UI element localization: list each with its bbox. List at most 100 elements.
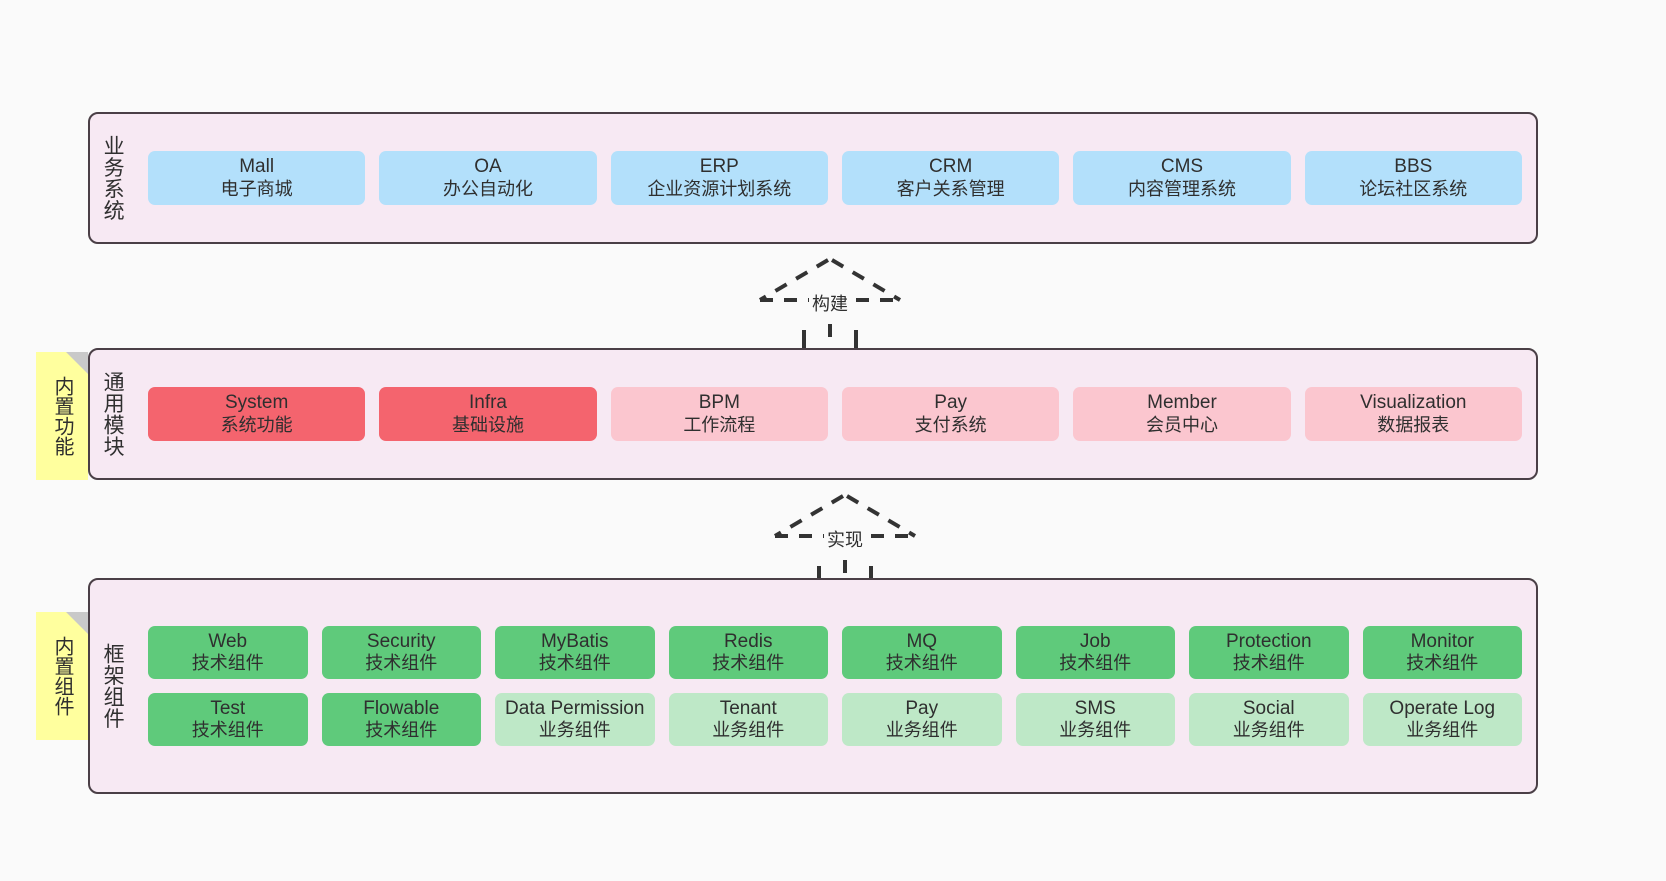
card-row: System 系统功能 Infra 基础设施 BPM 工作流程 Pay 支付系统… <box>148 387 1522 441</box>
card-subtitle: 电子商城 <box>220 178 293 199</box>
note-label: 内置功能 <box>51 376 73 456</box>
card-mq[interactable]: MQ 技术组件 <box>842 625 1002 679</box>
card-subtitle: 技术组件 <box>1059 653 1132 674</box>
layer-label-business-system: 业务系统 <box>101 135 125 221</box>
card-title: Tenant <box>719 698 777 719</box>
card-subtitle: 会员中心 <box>1145 414 1218 435</box>
layer-framework-component[interactable]: 框架组件 Web 技术组件 Security 技术组件 MyBatis 技术组件… <box>88 578 1538 794</box>
note-builtin-component[interactable]: 内置组件 <box>36 612 88 740</box>
card-oa[interactable]: OA 办公自动化 <box>379 151 597 205</box>
card-pay-component[interactable]: Pay 业务组件 <box>842 693 1002 747</box>
card-title: Data Permission <box>505 698 645 719</box>
card-title: CMS <box>1160 156 1204 178</box>
card-title: ERP <box>699 156 739 178</box>
card-redis[interactable]: Redis 技术组件 <box>668 625 828 679</box>
card-title: Infra <box>468 392 507 414</box>
card-job[interactable]: Job 技术组件 <box>1015 625 1175 679</box>
card-subtitle: 基础设施 <box>451 414 524 435</box>
layer-body-business-system: Mall 电子商城 OA 办公自动化 ERP 企业资源计划系统 CRM 客户关系… <box>134 114 1536 242</box>
card-subtitle: 技术组件 <box>365 653 438 674</box>
card-protection[interactable]: Protection 技术组件 <box>1189 625 1349 679</box>
card-visualization[interactable]: Visualization 数据报表 <box>1304 387 1522 441</box>
card-subtitle: 支付系统 <box>914 414 987 435</box>
card-operate-log[interactable]: Operate Log 业务组件 <box>1362 693 1522 747</box>
card-title: Visualization <box>1360 392 1467 414</box>
card-test[interactable]: Test 技术组件 <box>148 693 308 747</box>
card-bpm[interactable]: BPM 工作流程 <box>610 387 828 441</box>
card-subtitle: 业务组件 <box>712 720 785 741</box>
card-title: Mall <box>239 156 275 178</box>
card-title: Job <box>1079 630 1111 652</box>
card-row: Test 技术组件 Flowable 技术组件 Data Permission … <box>148 693 1522 747</box>
note-fold-corner-icon <box>66 352 88 374</box>
card-subtitle: 数据报表 <box>1377 414 1450 435</box>
card-mall[interactable]: Mall 电子商城 <box>148 151 366 205</box>
card-subtitle: 技术组件 <box>712 653 785 674</box>
card-flowable[interactable]: Flowable 技术组件 <box>321 693 481 747</box>
card-title: Protection <box>1225 630 1312 652</box>
note-builtin-function[interactable]: 内置功能 <box>36 352 88 480</box>
card-title: OA <box>474 156 502 178</box>
card-row: Mall 电子商城 OA 办公自动化 ERP 企业资源计划系统 CRM 客户关系… <box>148 151 1522 205</box>
card-title: Pay <box>905 698 939 719</box>
card-subtitle: 业务组件 <box>1059 720 1132 741</box>
card-mybatis[interactable]: MyBatis 技术组件 <box>495 625 655 679</box>
layer-business-system[interactable]: 业务系统 Mall 电子商城 OA 办公自动化 ERP 企业资源计划系统 CRM… <box>88 112 1538 244</box>
card-row: Web 技术组件 Security 技术组件 MyBatis 技术组件 Redi… <box>148 625 1522 679</box>
card-subtitle: 技术组件 <box>885 653 958 674</box>
connector-build: 构建 <box>740 252 920 352</box>
card-cms[interactable]: CMS 内容管理系统 <box>1073 151 1291 205</box>
card-title: Test <box>210 698 246 719</box>
card-title: Pay <box>934 392 968 414</box>
card-tenant[interactable]: Tenant 业务组件 <box>668 693 828 747</box>
card-sms[interactable]: SMS 业务组件 <box>1015 693 1175 747</box>
card-subtitle: 技术组件 <box>1406 653 1479 674</box>
card-subtitle: 企业资源计划系统 <box>647 178 792 199</box>
card-system[interactable]: System 系统功能 <box>148 387 366 441</box>
card-title: Security <box>366 630 436 652</box>
card-title: Redis <box>723 630 773 652</box>
layer-common-module[interactable]: 通用模块 System 系统功能 Infra 基础设施 BPM 工作流程 Pay… <box>88 348 1538 480</box>
layer-body-framework-component: Web 技术组件 Security 技术组件 MyBatis 技术组件 Redi… <box>134 580 1536 792</box>
note-label: 内置组件 <box>51 636 73 716</box>
connector-label-build: 构建 <box>809 290 851 316</box>
card-subtitle: 业务组件 <box>1406 720 1479 741</box>
connector-implement: 实现 <box>755 488 935 588</box>
card-title: Web <box>208 630 248 652</box>
layer-body-common-module: System 系统功能 Infra 基础设施 BPM 工作流程 Pay 支付系统… <box>134 350 1536 478</box>
card-title: BPM <box>698 392 740 414</box>
card-security[interactable]: Security 技术组件 <box>321 625 481 679</box>
card-subtitle: 技术组件 <box>1232 653 1305 674</box>
card-subtitle: 技术组件 <box>191 653 264 674</box>
card-infra[interactable]: Infra 基础设施 <box>379 387 597 441</box>
card-title: SMS <box>1074 698 1116 719</box>
card-subtitle: 办公自动化 <box>442 178 533 199</box>
note-fold-corner-icon <box>66 612 88 634</box>
card-subtitle: 内容管理系统 <box>1127 178 1236 199</box>
card-crm[interactable]: CRM 客户关系管理 <box>841 151 1060 205</box>
card-data-permission[interactable]: Data Permission 业务组件 <box>495 693 655 747</box>
card-subtitle: 技术组件 <box>365 720 438 741</box>
card-monitor[interactable]: Monitor 技术组件 <box>1362 625 1522 679</box>
card-title: Social <box>1242 698 1295 719</box>
card-title: Operate Log <box>1389 698 1496 719</box>
card-web[interactable]: Web 技术组件 <box>148 625 308 679</box>
card-title: BBS <box>1394 156 1433 178</box>
card-social[interactable]: Social 业务组件 <box>1189 693 1349 747</box>
card-subtitle: 业务组件 <box>538 720 611 741</box>
card-title: System <box>224 392 289 414</box>
card-member[interactable]: Member 会员中心 <box>1073 387 1291 441</box>
card-title: MyBatis <box>540 630 609 652</box>
card-bbs[interactable]: BBS 论坛社区系统 <box>1304 151 1522 205</box>
card-subtitle: 业务组件 <box>885 720 958 741</box>
card-title: Flowable <box>363 698 440 719</box>
card-title: CRM <box>929 156 973 178</box>
card-erp[interactable]: ERP 企业资源计划系统 <box>610 151 828 205</box>
card-title: MQ <box>906 630 938 652</box>
card-pay-module[interactable]: Pay 支付系统 <box>841 387 1060 441</box>
layer-label-framework-component: 框架组件 <box>101 643 125 729</box>
card-title: Monitor <box>1410 630 1474 652</box>
card-title: Member <box>1147 392 1217 414</box>
card-subtitle: 工作流程 <box>683 414 756 435</box>
